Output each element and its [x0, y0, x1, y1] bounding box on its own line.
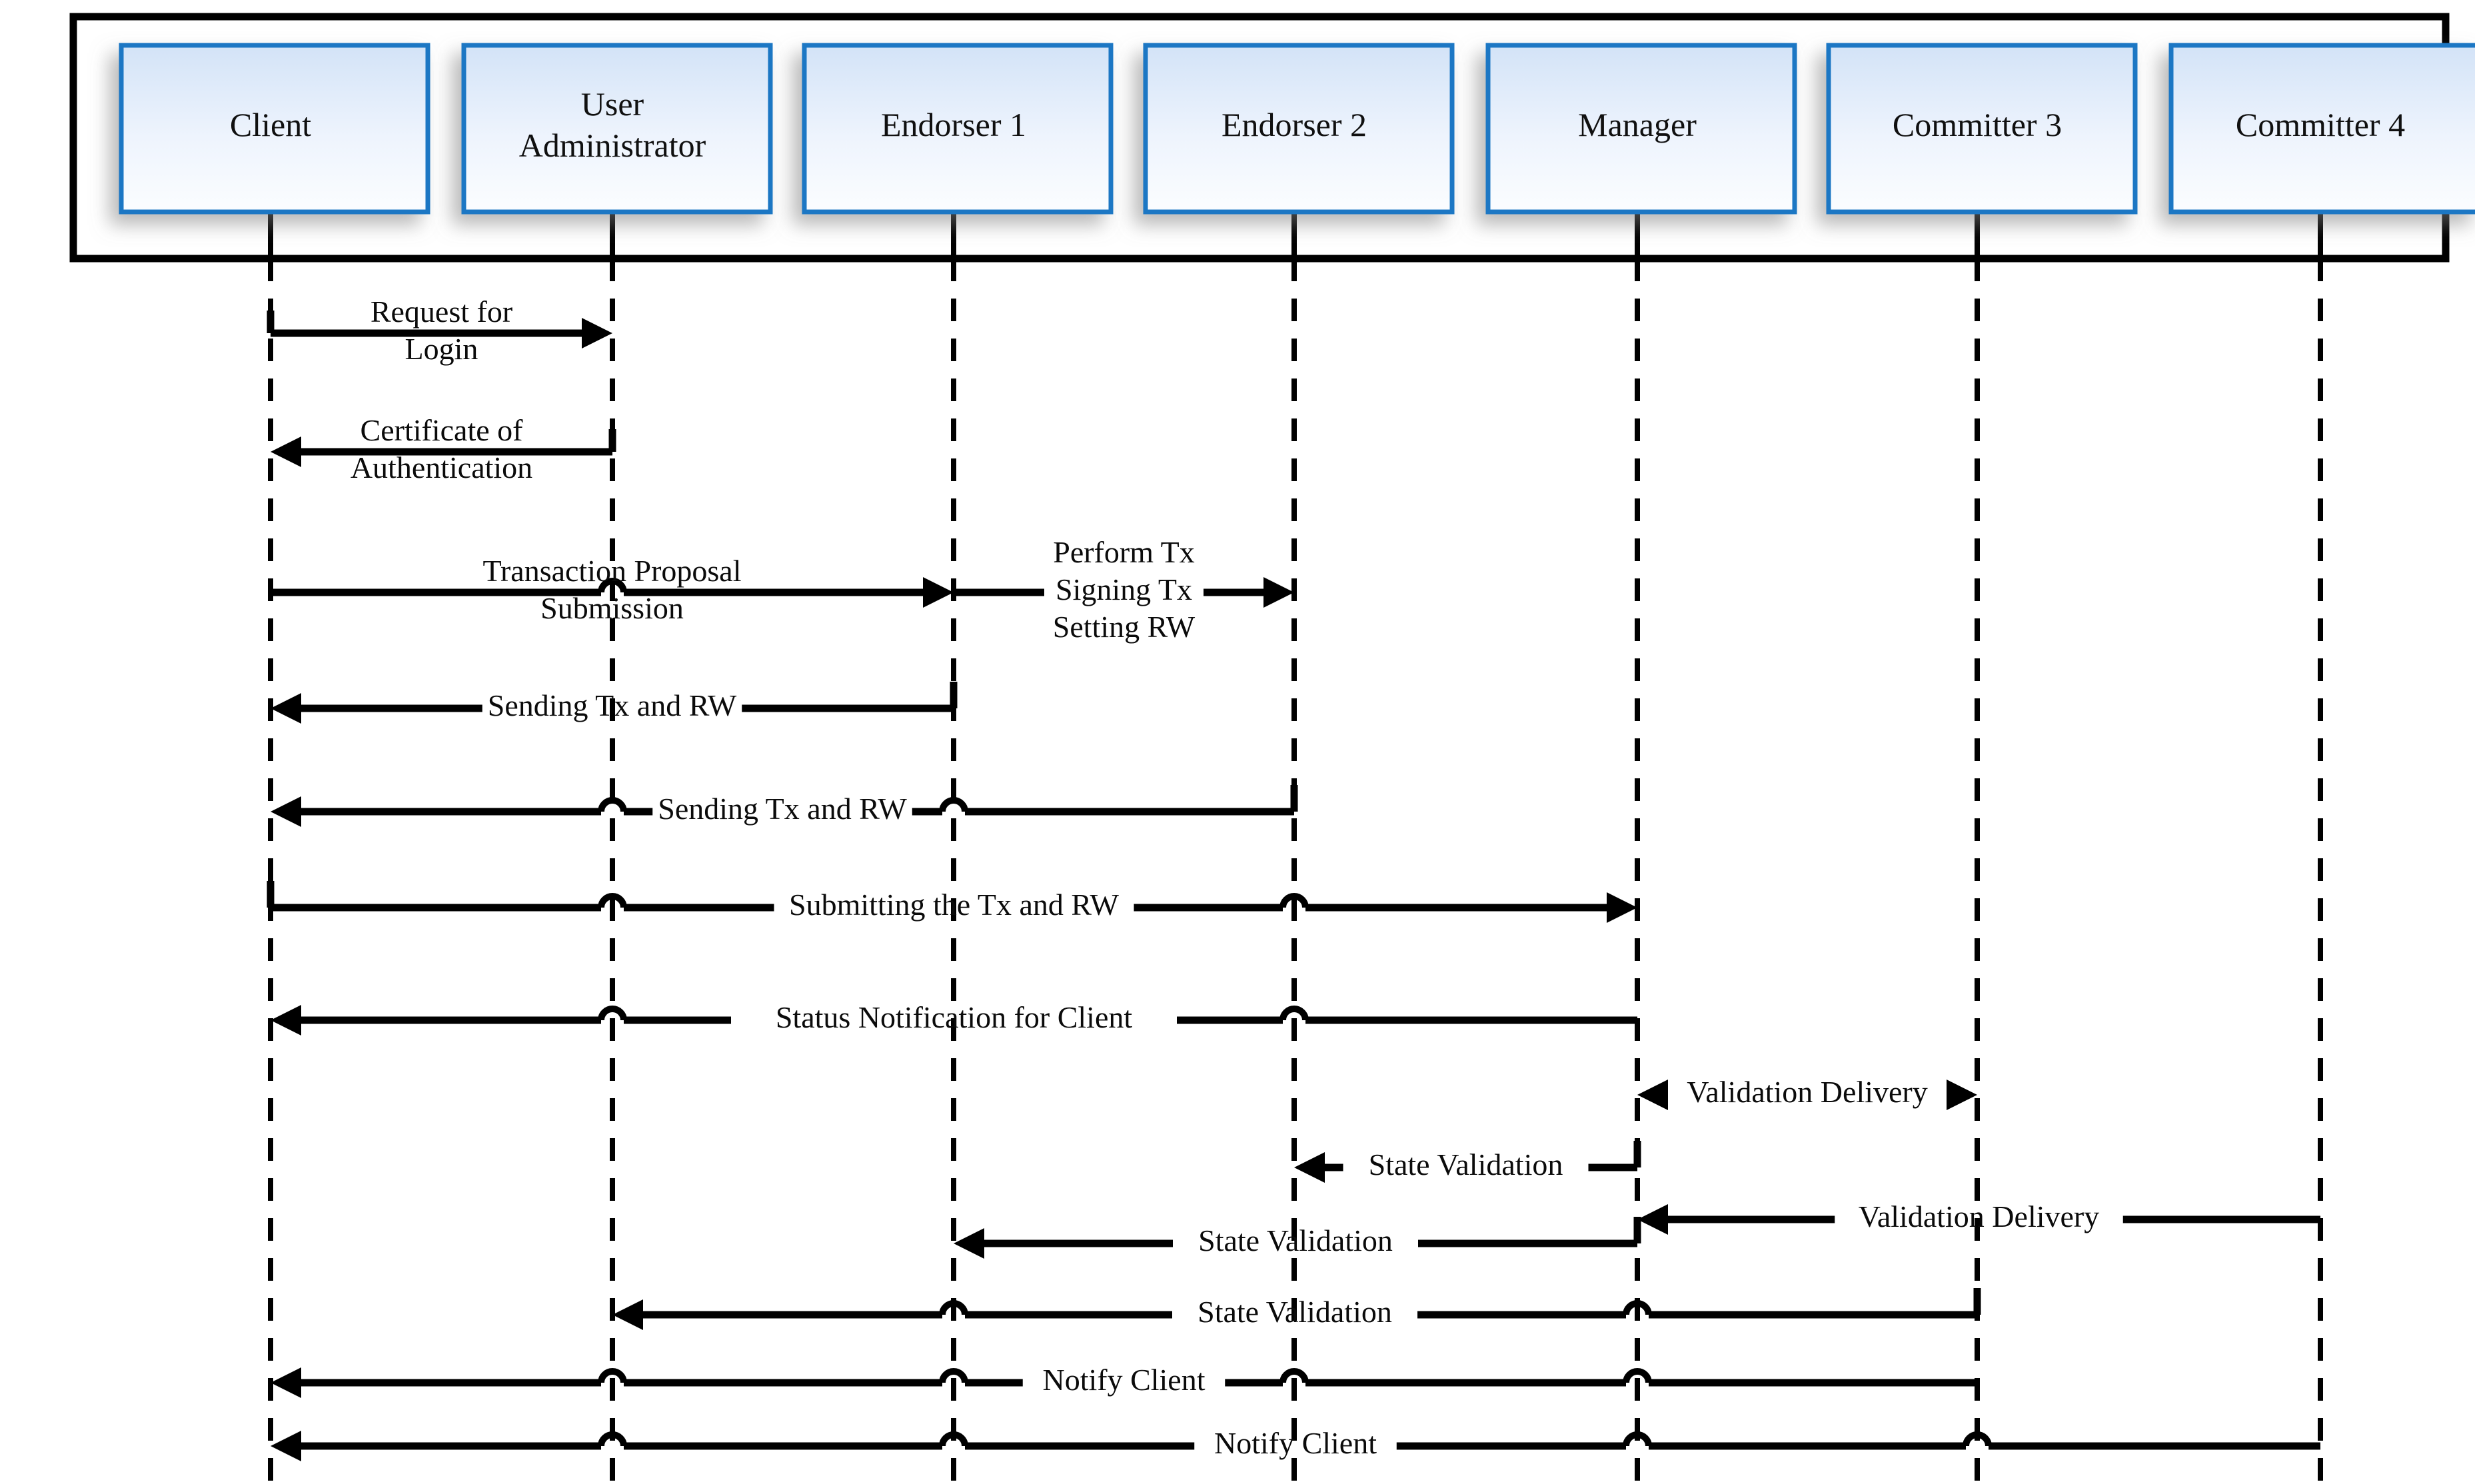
actor-rect-committer4[interactable] — [2168, 43, 2475, 215]
actor-rect-endorser2[interactable] — [1143, 43, 1455, 215]
actor-box-manager[interactable]: Manager — [1485, 43, 1797, 215]
arrowhead-left-m13 — [612, 1299, 643, 1330]
actor-label-manager: Manager — [1578, 106, 1697, 143]
message-label-m6: Sending Tx and RW — [658, 792, 907, 826]
lifelines-layer — [268, 212, 2323, 1484]
message-m11[interactable]: Validation Delivery — [1637, 1199, 2320, 1235]
arrowhead-left-m2 — [271, 436, 301, 467]
message-m14[interactable]: Notify Client — [271, 1363, 1977, 1398]
message-m6[interactable]: Sending Tx and RW — [271, 785, 1298, 827]
arrowhead-left-m8 — [271, 1005, 301, 1036]
actor-box-endorser1[interactable]: Endorser 1 — [802, 43, 1114, 215]
arrowhead-left-m5 — [271, 693, 301, 724]
actor-label-endorser1: Endorser 1 — [881, 106, 1026, 143]
message-hop-m8-4 — [1279, 1006, 1309, 1021]
arrowhead-left-m12 — [954, 1228, 984, 1259]
message-hop-m13-4 — [1623, 1300, 1652, 1315]
message-label-m15: Notify Client — [1214, 1426, 1377, 1460]
arrowhead-right-m1 — [582, 318, 612, 349]
arrowhead-right-m3 — [923, 577, 954, 608]
message-label-m7: Submitting the Tx and RW — [789, 888, 1120, 922]
arrowhead-left-m15 — [271, 1431, 301, 1461]
arrowhead-right-m7 — [1607, 892, 1637, 923]
actor-rect-manager[interactable] — [1485, 43, 1797, 215]
message-label-m10: State Validation — [1369, 1147, 1563, 1181]
message-m12[interactable]: State Validation — [954, 1217, 1641, 1259]
arrowhead-left-m11 — [1637, 1204, 1668, 1235]
message-m9[interactable]: Validation Delivery — [1637, 1075, 1977, 1110]
message-hop-m14-3 — [939, 1368, 968, 1383]
arrowhead-left-m9 — [1637, 1080, 1668, 1110]
arrowhead-left-m6 — [271, 796, 301, 827]
actor-box-committer4[interactable]: Committer 4 — [2168, 43, 2475, 215]
message-hop-m7-1 — [598, 893, 627, 908]
message-label-m13: State Validation — [1198, 1295, 1392, 1329]
message-hop-m8-1 — [598, 1006, 627, 1021]
message-m10[interactable]: State Validation — [1294, 1141, 1641, 1183]
message-hop-m15-3 — [939, 1431, 968, 1447]
message-label-m5: Sending Tx and RW — [488, 688, 737, 722]
message-m7[interactable]: Submitting the Tx and RW — [267, 881, 1637, 923]
actor-box-client[interactable]: Client — [119, 43, 430, 215]
message-label-m14: Notify Client — [1042, 1363, 1205, 1397]
message-hop-m14-8 — [1623, 1368, 1652, 1383]
message-m8[interactable]: Status Notification for Client — [271, 1000, 1637, 1036]
actor-label-endorser2: Endorser 2 — [1222, 106, 1367, 143]
message-label-m12: State Validation — [1198, 1223, 1393, 1257]
message-hop-m13-1 — [939, 1300, 968, 1315]
message-m13[interactable]: State Validation — [612, 1288, 1981, 1330]
message-m5[interactable]: Sending Tx and RW — [271, 682, 958, 724]
actor-label-client: Client — [230, 106, 311, 143]
actor-rect-client[interactable] — [119, 43, 430, 215]
message-hop-m15-1 — [598, 1431, 627, 1447]
arrowhead-right-m9 — [1947, 1080, 1977, 1110]
message-label-m9: Validation Delivery — [1687, 1075, 1928, 1109]
actor-label-committer3: Committer 3 — [1893, 106, 2062, 143]
message-hop-m15-6 — [1623, 1431, 1652, 1447]
message-hop-m7-4 — [1279, 893, 1309, 908]
actor-box-committer3[interactable]: Committer 3 — [1826, 43, 2138, 215]
message-hop-m6-4 — [939, 797, 968, 812]
message-label-m8: Status Notification for Client — [776, 1000, 1133, 1034]
actor-rect-useradmin[interactable] — [461, 43, 773, 215]
actor-label-committer4: Committer 4 — [2236, 106, 2405, 143]
message-m15[interactable]: Notify Client — [271, 1426, 2320, 1461]
message-hop-m15-8 — [1963, 1431, 1992, 1447]
message-hop-m14-1 — [598, 1368, 627, 1383]
message-label-m11: Validation Delivery — [1859, 1199, 2100, 1233]
actor-rect-committer3[interactable] — [1826, 43, 2138, 215]
message-hop-m3-1 — [598, 578, 627, 593]
arrowhead-right-m4 — [1263, 577, 1294, 608]
actor-box-endorser2[interactable]: Endorser 2 — [1143, 43, 1455, 215]
message-hop-m14-6 — [1279, 1368, 1309, 1383]
message-hop-m6-1 — [598, 797, 627, 812]
actor-rect-endorser1[interactable] — [802, 43, 1114, 215]
arrowhead-left-m10 — [1294, 1152, 1325, 1183]
arrowhead-left-m14 — [271, 1367, 301, 1398]
